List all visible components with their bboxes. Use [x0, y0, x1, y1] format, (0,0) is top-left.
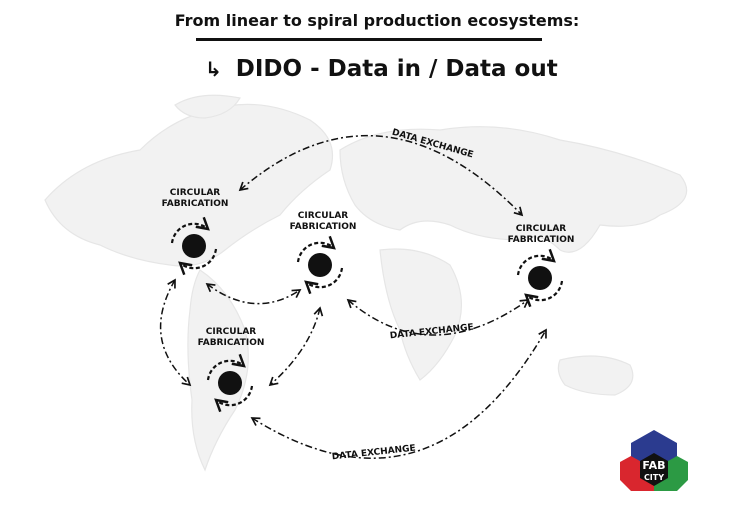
node-label-line1: CIRCULAR: [169, 188, 221, 198]
title-underline: [196, 38, 542, 41]
edge-node1-node2: [205, 282, 302, 305]
node-label-line1: CIRCULAR: [515, 224, 567, 234]
node-4-label: CIRCULAR FABRICATION: [186, 327, 276, 349]
node-dot: [308, 253, 332, 277]
fab-city-logo: FAB CITY: [620, 430, 688, 491]
cycle-arrow-icon: [296, 235, 336, 263]
node-3-circular-fabrication: [516, 248, 564, 308]
node-4-circular-fabrication: [206, 353, 254, 413]
logo-hex-center: [640, 453, 668, 486]
diagram-subtitle: ↳ DIDO - Data in / Data out: [205, 56, 558, 82]
node-2-circular-fabrication: [296, 235, 344, 295]
node-dot: [182, 234, 206, 258]
node-label-line1: CIRCULAR: [205, 327, 257, 337]
cycle-arrow-icon: [304, 267, 344, 295]
diagram-title: From linear to spiral production ecosyst…: [174, 11, 580, 30]
node-dot: [218, 371, 242, 395]
return-arrow-icon: ↳: [205, 57, 222, 81]
cycle-arrow-icon: [524, 280, 564, 308]
node-3-label: CIRCULAR FABRICATION: [496, 224, 586, 246]
node-dot: [528, 266, 552, 290]
node-1-label: CIRCULAR FABRICATION: [150, 188, 240, 210]
edge-bottom-data-exchange: [251, 329, 547, 459]
logo-text-fab: FAB: [642, 459, 665, 472]
cycle-arrow-icon: [214, 385, 254, 413]
node-label-line2: FABRICATION: [197, 338, 265, 348]
cycle-arrow-icon: [206, 353, 246, 381]
subtitle-text: DIDO - Data in / Data out: [235, 56, 558, 82]
edge-label-bottom: DATA EXCHANGE: [331, 444, 416, 463]
cycle-arrow-icon: [170, 216, 210, 244]
cycle-arrow-icon: [516, 248, 556, 276]
edge-node2-node4: [268, 306, 324, 387]
node-1-circular-fabrication: [170, 216, 218, 276]
logo-hex-top: [631, 430, 677, 469]
node-label-line2: FABRICATION: [161, 199, 229, 209]
node-label-line2: FABRICATION: [507, 235, 575, 245]
node-label-line2: FABRICATION: [289, 222, 357, 232]
node-2-label: CIRCULAR FABRICATION: [278, 211, 368, 233]
data-exchange-edges: [159, 134, 547, 459]
logo-text-city: CITY: [644, 473, 664, 482]
world-map-background: [44, 94, 688, 472]
node-label-line1: CIRCULAR: [297, 211, 349, 221]
cycle-arrow-icon: [178, 248, 218, 276]
